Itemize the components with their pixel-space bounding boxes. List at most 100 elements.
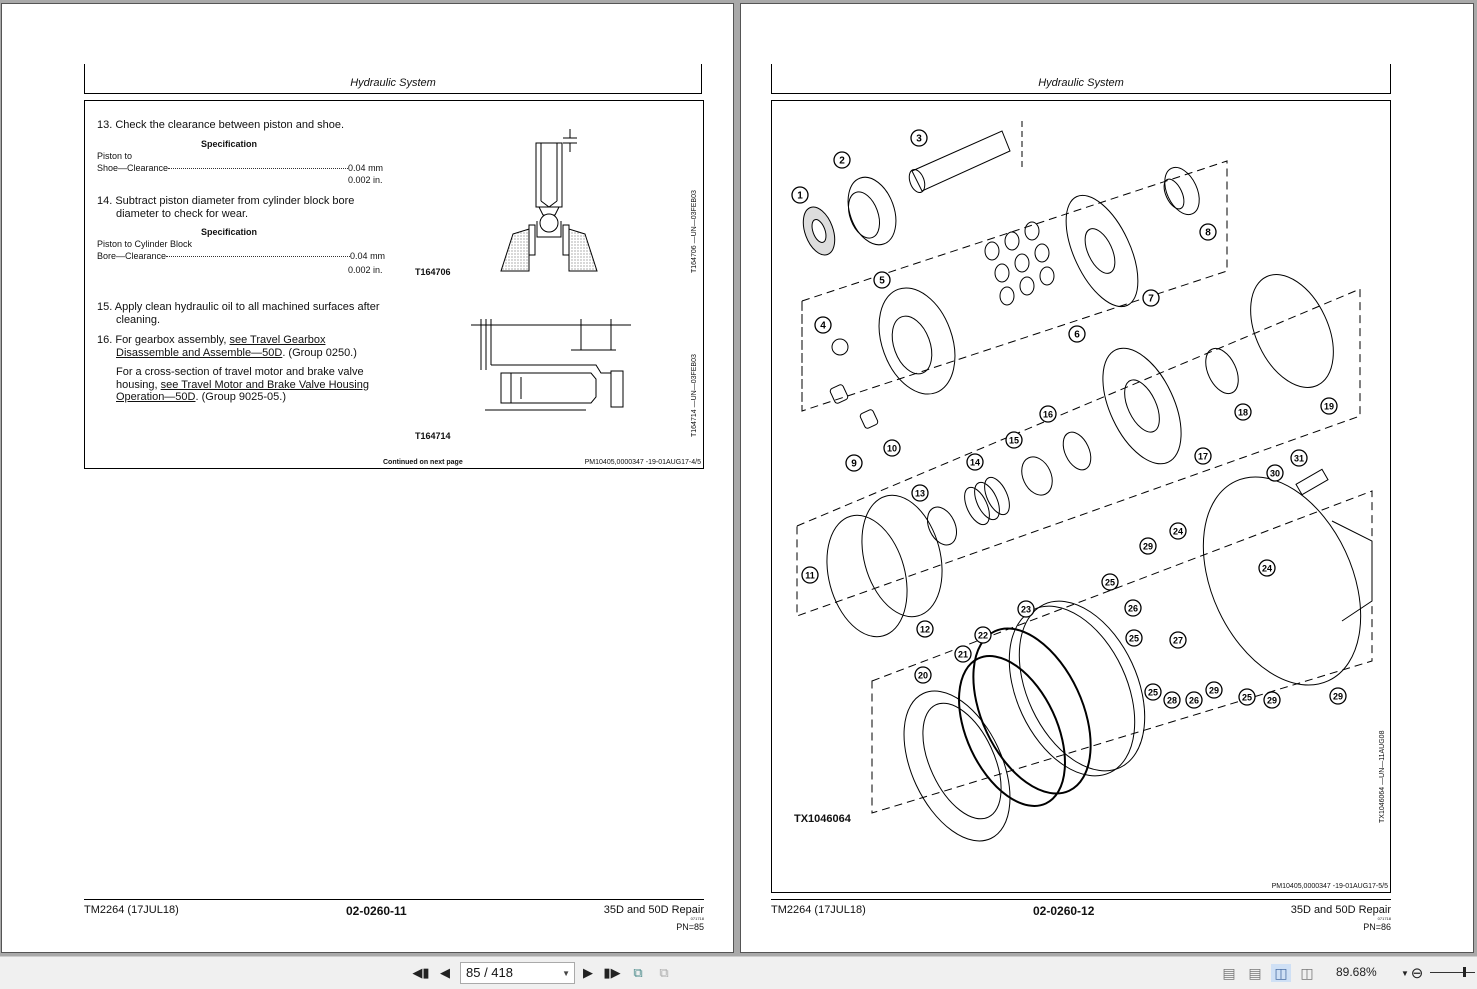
group-9025: . (Group 9025-05.) — [195, 391, 287, 403]
link-brake-valve[interactable]: see Travel Motor and Brake Valve Housing — [160, 378, 369, 391]
svg-text:29: 29 — [1143, 542, 1153, 552]
page-code: 02-0260-12 — [1033, 904, 1095, 918]
header-title: Hydraulic System — [350, 77, 436, 89]
dot-leader — [166, 256, 351, 257]
dot-leader — [168, 168, 349, 169]
link-travel-gearbox-2[interactable]: Disassemble and Assemble—50D — [116, 346, 283, 359]
callout-26: 26 — [1124, 599, 1142, 617]
first-page-icon[interactable]: ◀▮ — [412, 965, 430, 980]
figure-ref-vertical-1: T164706 —UN—03FEB03 — [691, 190, 698, 273]
doc-reference: PM10405,0000347 -19-01AUG17-5/5 — [1271, 883, 1388, 890]
zoom-out-icon[interactable]: ⊖ — [1410, 965, 1424, 982]
page-header: Hydraulic System — [771, 64, 1391, 94]
zoom-slider[interactable] — [1430, 972, 1475, 973]
next-view-icon[interactable]: ⧉ — [659, 965, 669, 980]
spec1-row: Shoe—Clearance 0.04 mm — [97, 162, 383, 175]
svg-text:16: 16 — [1043, 410, 1053, 420]
callout-21: 21 — [954, 645, 972, 663]
callout-7: 7 — [1142, 289, 1160, 307]
page-number-input[interactable]: 85 / 418 ▼ — [460, 962, 575, 984]
manual-code: TM2264 (17JUL18) — [84, 904, 179, 916]
spec1-in: 0.002 in. — [348, 175, 383, 185]
callout-1: 1 — [791, 186, 809, 204]
svg-text:23: 23 — [1021, 605, 1031, 615]
footer-title: 35D and 50D Repair — [1290, 904, 1391, 916]
callout-5: 5 — [873, 271, 891, 289]
svg-text:29: 29 — [1209, 686, 1219, 696]
zoom-slider-thumb[interactable] — [1463, 967, 1466, 977]
spec2-label-b: Bore—Clearance — [97, 251, 167, 261]
callout-26: 26 — [1185, 691, 1203, 709]
callout-15: 15 — [1005, 431, 1023, 449]
spec1-label: Piston to — [97, 151, 133, 161]
callout-28: 28 — [1163, 691, 1181, 709]
spec2-mm: 0.04 mm — [350, 251, 386, 261]
svg-text:11: 11 — [805, 571, 815, 581]
navigation-toolbar: ◀▮ ◀ 85 / 418 ▼ ▶ ▮▶ ⧉ ⧉ ▤ ▤ ◫ ◫ 89.68% ▼… — [0, 956, 1477, 989]
footer-date-code: 071718 — [1377, 916, 1391, 921]
document-viewport[interactable]: Hydraulic System 13. Check the clearance… — [0, 0, 1477, 956]
svg-text:7: 7 — [1148, 294, 1154, 305]
chevron-down-icon[interactable]: ▼ — [562, 969, 570, 978]
callout-6: 6 — [1068, 325, 1086, 343]
svg-text:26: 26 — [1128, 604, 1138, 614]
svg-text:29: 29 — [1267, 696, 1277, 706]
cylinder-section-figure — [471, 319, 631, 411]
spec1-label-b: Shoe—Clearance — [97, 163, 169, 173]
group-0250: . (Group 0250.) — [282, 346, 357, 359]
figure-id-t164706: T164706 — [415, 267, 451, 277]
svg-text:21: 21 — [958, 650, 968, 660]
svg-text:28: 28 — [1167, 696, 1177, 706]
svg-text:31: 31 — [1294, 454, 1304, 464]
spec1-mm: 0.04 mm — [348, 163, 384, 173]
cross-section-text: For a cross-section of travel motor and … — [116, 366, 364, 378]
callout-22: 22 — [974, 626, 992, 644]
continuous-view-icon[interactable]: ▤ — [1248, 964, 1262, 981]
svg-text:17: 17 — [1198, 452, 1208, 462]
two-page-continuous-view-icon[interactable]: ◫ — [1300, 964, 1314, 981]
page-right: Hydraulic System — [740, 3, 1474, 953]
svg-text:19: 19 — [1324, 402, 1334, 412]
continued-note: Continued on next page — [383, 459, 463, 466]
svg-text:22: 22 — [978, 631, 988, 641]
two-page-view-icon[interactable]: ◫ — [1271, 964, 1291, 982]
step-14-line2: diameter to check for wear. — [116, 207, 249, 220]
svg-text:25: 25 — [1242, 693, 1252, 703]
svg-text:25: 25 — [1148, 688, 1158, 698]
link-travel-gearbox[interactable]: see Travel Gearbox — [229, 334, 326, 346]
zoom-dropdown-icon[interactable]: ▼ — [1401, 968, 1409, 978]
callout-13: 13 — [911, 484, 929, 502]
page-value: 85 / 418 — [466, 965, 513, 980]
callout-4: 4 — [814, 316, 832, 334]
next-page-icon[interactable]: ▶ — [583, 965, 593, 980]
header-title: Hydraulic System — [1038, 77, 1124, 89]
last-page-icon[interactable]: ▮▶ — [603, 965, 621, 980]
page-footer: TM2264 (17JUL18) 02-0260-11 35D and 50D … — [84, 899, 704, 939]
callout-31: 31 — [1290, 449, 1308, 467]
figure-id-t164714: T164714 — [415, 431, 451, 441]
figure-id-tx1046064: TX1046064 — [794, 813, 851, 825]
previous-view-icon[interactable]: ⧉ — [633, 965, 643, 980]
zoom-level[interactable]: 89.68% — [1336, 965, 1377, 979]
svg-text:25: 25 — [1129, 634, 1139, 644]
step-16: 16. For gearbox assembly, see Travel Gea… — [97, 334, 369, 404]
svg-text:26: 26 — [1189, 696, 1199, 706]
svg-text:24: 24 — [1262, 564, 1272, 574]
single-page-view-icon[interactable]: ▤ — [1222, 964, 1236, 981]
step-15-line2: cleaning. — [116, 313, 161, 326]
spec2-in: 0.002 in. — [348, 265, 383, 275]
procedure-box: 13. Check the clearance between piston a… — [84, 100, 704, 469]
footer-date-code: 071718 — [690, 916, 704, 921]
previous-page-icon[interactable]: ◀ — [440, 965, 450, 980]
link-brake-valve-2[interactable]: Operation—50D — [116, 391, 196, 403]
callout-3: 3 — [910, 129, 928, 147]
callout-18: 18 — [1234, 403, 1252, 421]
step-14: 14. Subtract piston diameter from cylind… — [97, 195, 354, 220]
page-code: 02-0260-11 — [346, 904, 407, 918]
callout-27: 27 — [1169, 631, 1187, 649]
step-16-text: 16. For gearbox assembly, — [97, 334, 230, 346]
svg-text:14: 14 — [970, 458, 980, 468]
svg-text:6: 6 — [1074, 330, 1080, 341]
doc-reference: PM10405,0000347 -19-01AUG17-4/5 — [584, 459, 701, 466]
page-footer: TM2264 (17JUL18) 02-0260-12 35D and 50D … — [771, 899, 1391, 939]
